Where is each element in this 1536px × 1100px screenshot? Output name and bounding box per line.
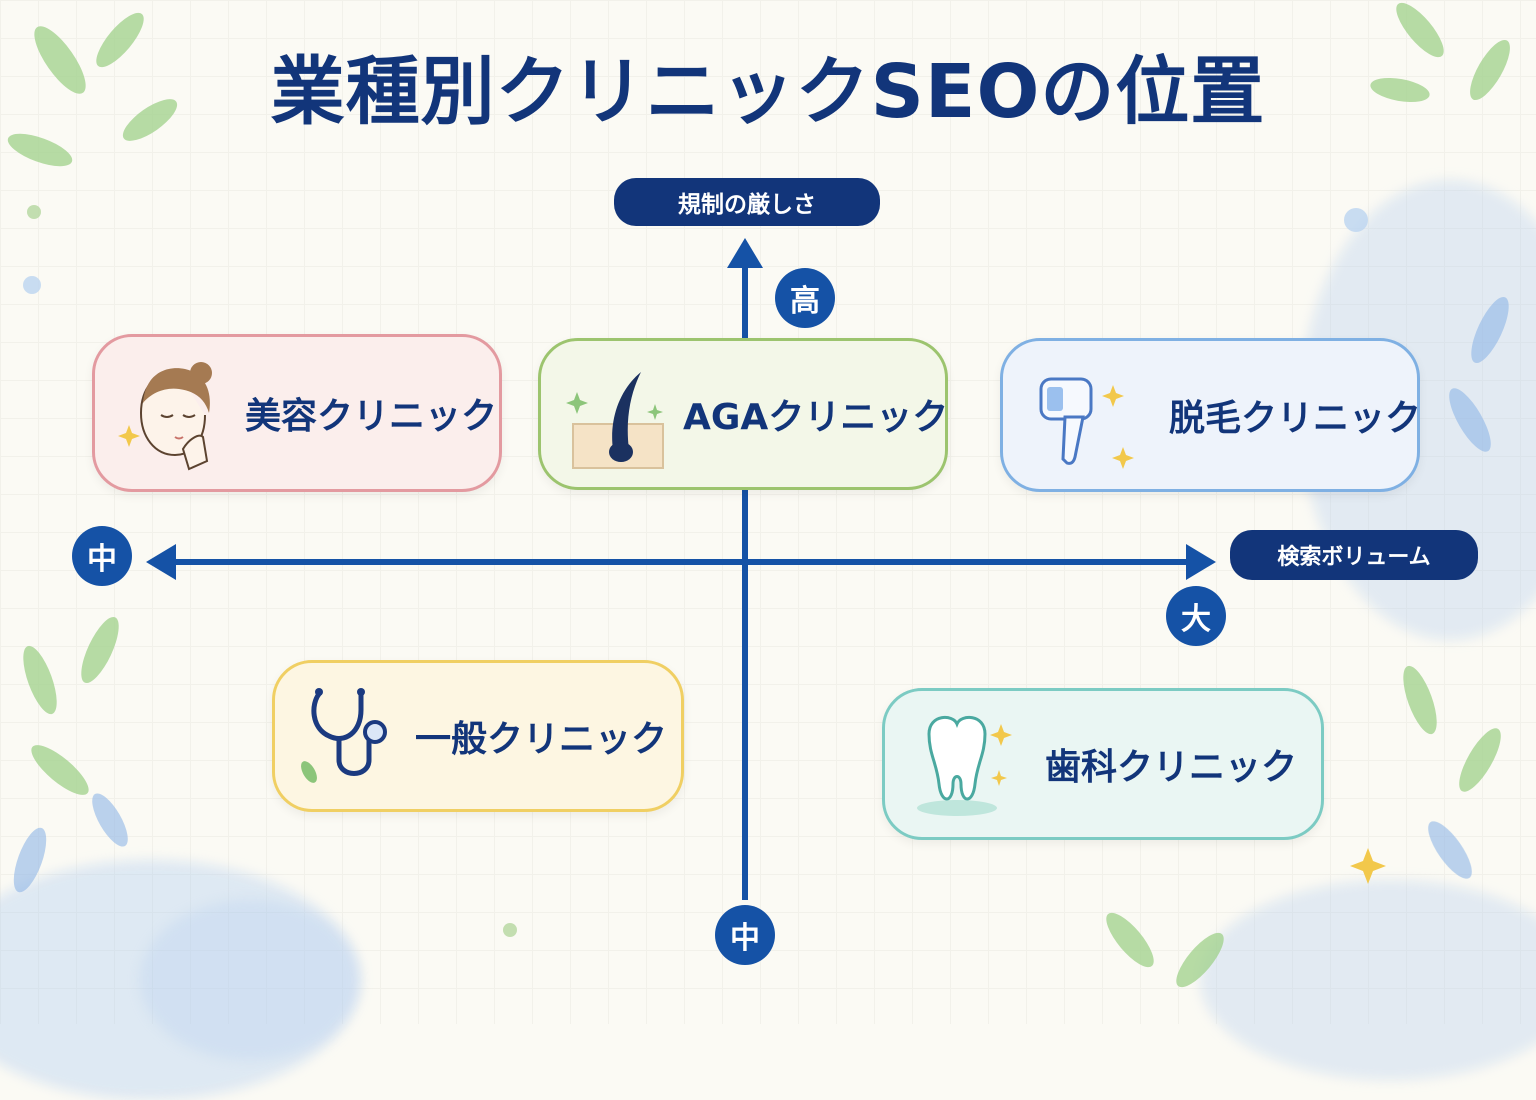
sparkle-icon <box>1350 848 1386 884</box>
card-hair-removal-clinic: 脱毛クリニック <box>1000 338 1422 492</box>
card-aga-clinic: AGAクリニック <box>538 338 948 490</box>
clinic-label: AGAクリニック <box>683 397 949 438</box>
x-axis-label: 検索ボリューム <box>1230 530 1478 580</box>
x-axis-low-marker: 中 <box>72 526 132 586</box>
y-axis-high-marker: 高 <box>775 268 835 328</box>
x-axis-arrow-right <box>1186 544 1216 580</box>
y-axis-low-marker: 中 <box>715 905 775 965</box>
card-general-clinic: 一般クリニック <box>272 660 684 812</box>
clinic-label: 歯科クリニック <box>1045 747 1298 788</box>
y-axis-label: 規制の厳しさ <box>614 178 880 226</box>
y-axis-arrow <box>727 238 763 268</box>
clinic-label: 脱毛クリニック <box>1169 398 1422 439</box>
hair-follicle-icon <box>566 372 664 469</box>
tooth-icon <box>917 715 1012 816</box>
axes <box>146 238 1216 900</box>
card-dental-clinic: 歯科クリニック <box>882 688 1324 840</box>
x-axis-arrow-left <box>146 544 176 580</box>
woman-face-icon <box>118 362 212 471</box>
page-title: 業種別クリニックSEOの位置 <box>270 49 1266 135</box>
background-grid <box>0 0 1536 1024</box>
leaf-icon <box>7 2 1510 988</box>
stethoscope-icon <box>301 688 387 783</box>
clinic-label: 美容クリニック <box>245 396 498 437</box>
clinic-label: 一般クリニック <box>415 719 668 760</box>
laser-device-icon <box>1039 377 1134 469</box>
x-axis-high-marker: 大 <box>1166 586 1226 646</box>
card-beauty-clinic: 美容クリニック <box>92 334 502 492</box>
leaf-decorations <box>7 2 1510 988</box>
